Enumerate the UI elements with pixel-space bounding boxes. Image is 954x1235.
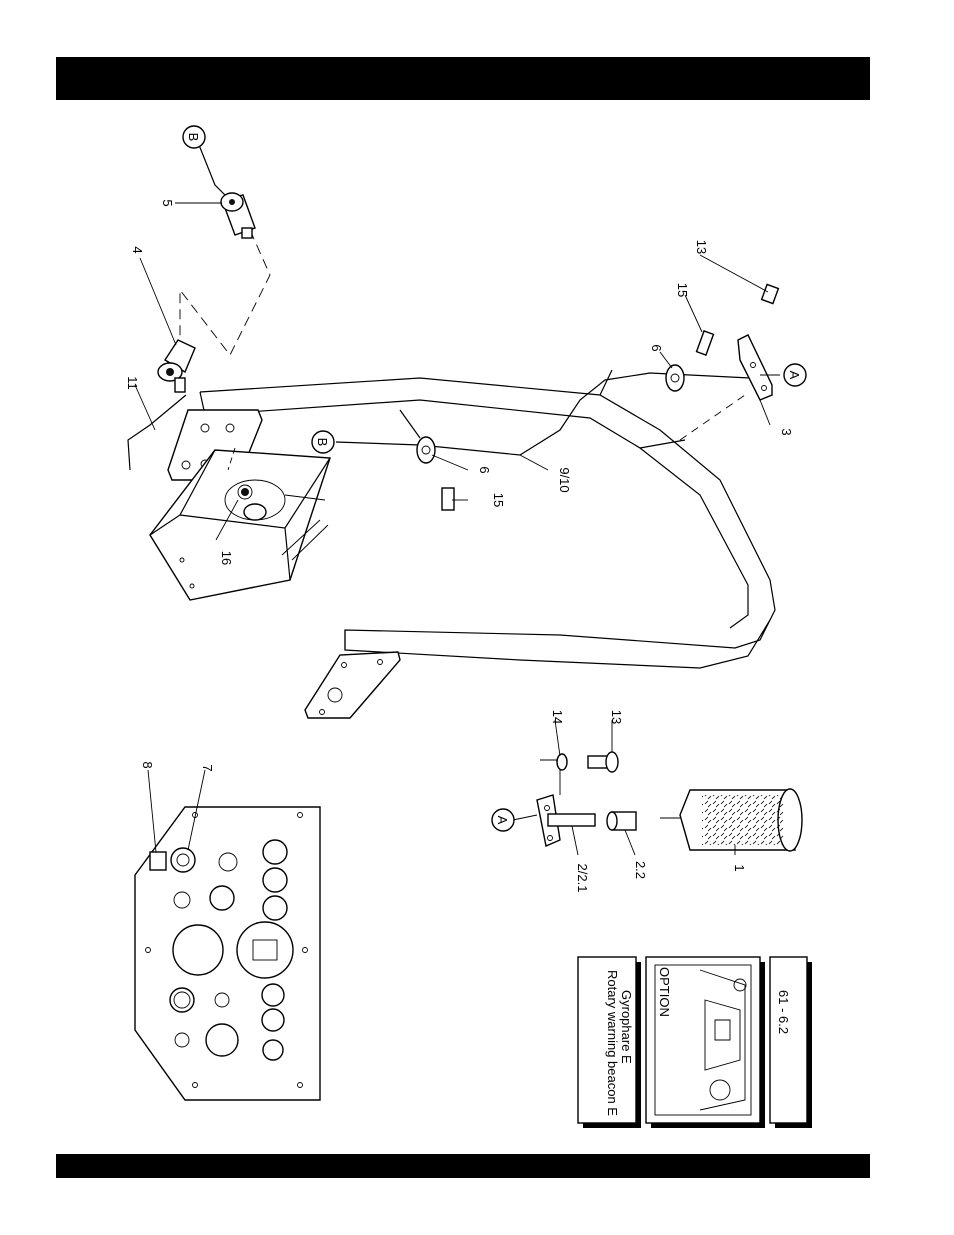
callout-5: 5 (160, 199, 175, 206)
callout-8: 8 (140, 761, 155, 768)
title-block-option: OPTION (646, 957, 765, 1128)
callout-3: 3 (779, 428, 794, 435)
svg-text:61 - 6.2: 61 - 6.2 (776, 990, 791, 1034)
callout-16: 16 (219, 551, 234, 565)
callout-15-middle: 15 (491, 493, 506, 507)
callout-14: 14 (550, 710, 565, 724)
callout-6-right: 6 (649, 344, 664, 351)
connector-a-beacon: A (492, 809, 514, 831)
washer-14 (557, 754, 567, 770)
callout-15-right: 15 (675, 283, 690, 297)
part-5-socket (221, 193, 255, 238)
socket-2-2 (607, 812, 636, 830)
callout-1: 1 (732, 864, 747, 871)
svg-text:A: A (495, 816, 510, 825)
beacon-1 (660, 789, 802, 851)
title-block-caption: Rotary warning beacon E Gyrophare E (578, 957, 641, 1128)
svg-text:Rotary warning beacon E: Rotary warning beacon E (605, 970, 620, 1116)
svg-text:B: B (315, 438, 330, 447)
callout-9-10: 9/10 (557, 467, 572, 492)
bracket-3 (738, 335, 772, 400)
connector-b-middle: B (312, 431, 334, 453)
svg-text:OPTION: OPTION (657, 967, 672, 1017)
title-block-code: 61 - 6.2 (770, 957, 812, 1128)
screw-15-right (697, 331, 714, 355)
dashboard-panel (135, 807, 320, 1100)
svg-text:B: B (186, 133, 201, 142)
callout-6-middle: 6 (477, 466, 492, 473)
beacon-bracket (537, 760, 595, 846)
connector-b-top: B (183, 126, 205, 148)
callout-13-top: 13 (694, 240, 709, 254)
svg-text:Gyrophare E: Gyrophare E (619, 990, 634, 1064)
bolt-13-beacon (588, 752, 618, 772)
clamp-6-right (666, 365, 684, 391)
callout-13-beacon: 13 (609, 710, 624, 724)
svg-text:A: A (787, 371, 802, 380)
connector-a-right: A (784, 364, 806, 386)
callout-2-2: 2.2 (633, 861, 648, 879)
callout-4: 4 (130, 246, 145, 253)
callout-2-2-1: 2/2.1 (575, 864, 590, 893)
roll-bar-foot-plate (305, 652, 400, 718)
bolt-13-top (762, 284, 779, 303)
callout-11: 11 (125, 376, 140, 390)
callout-7: 7 (200, 764, 215, 771)
part-4-switch (158, 340, 195, 392)
